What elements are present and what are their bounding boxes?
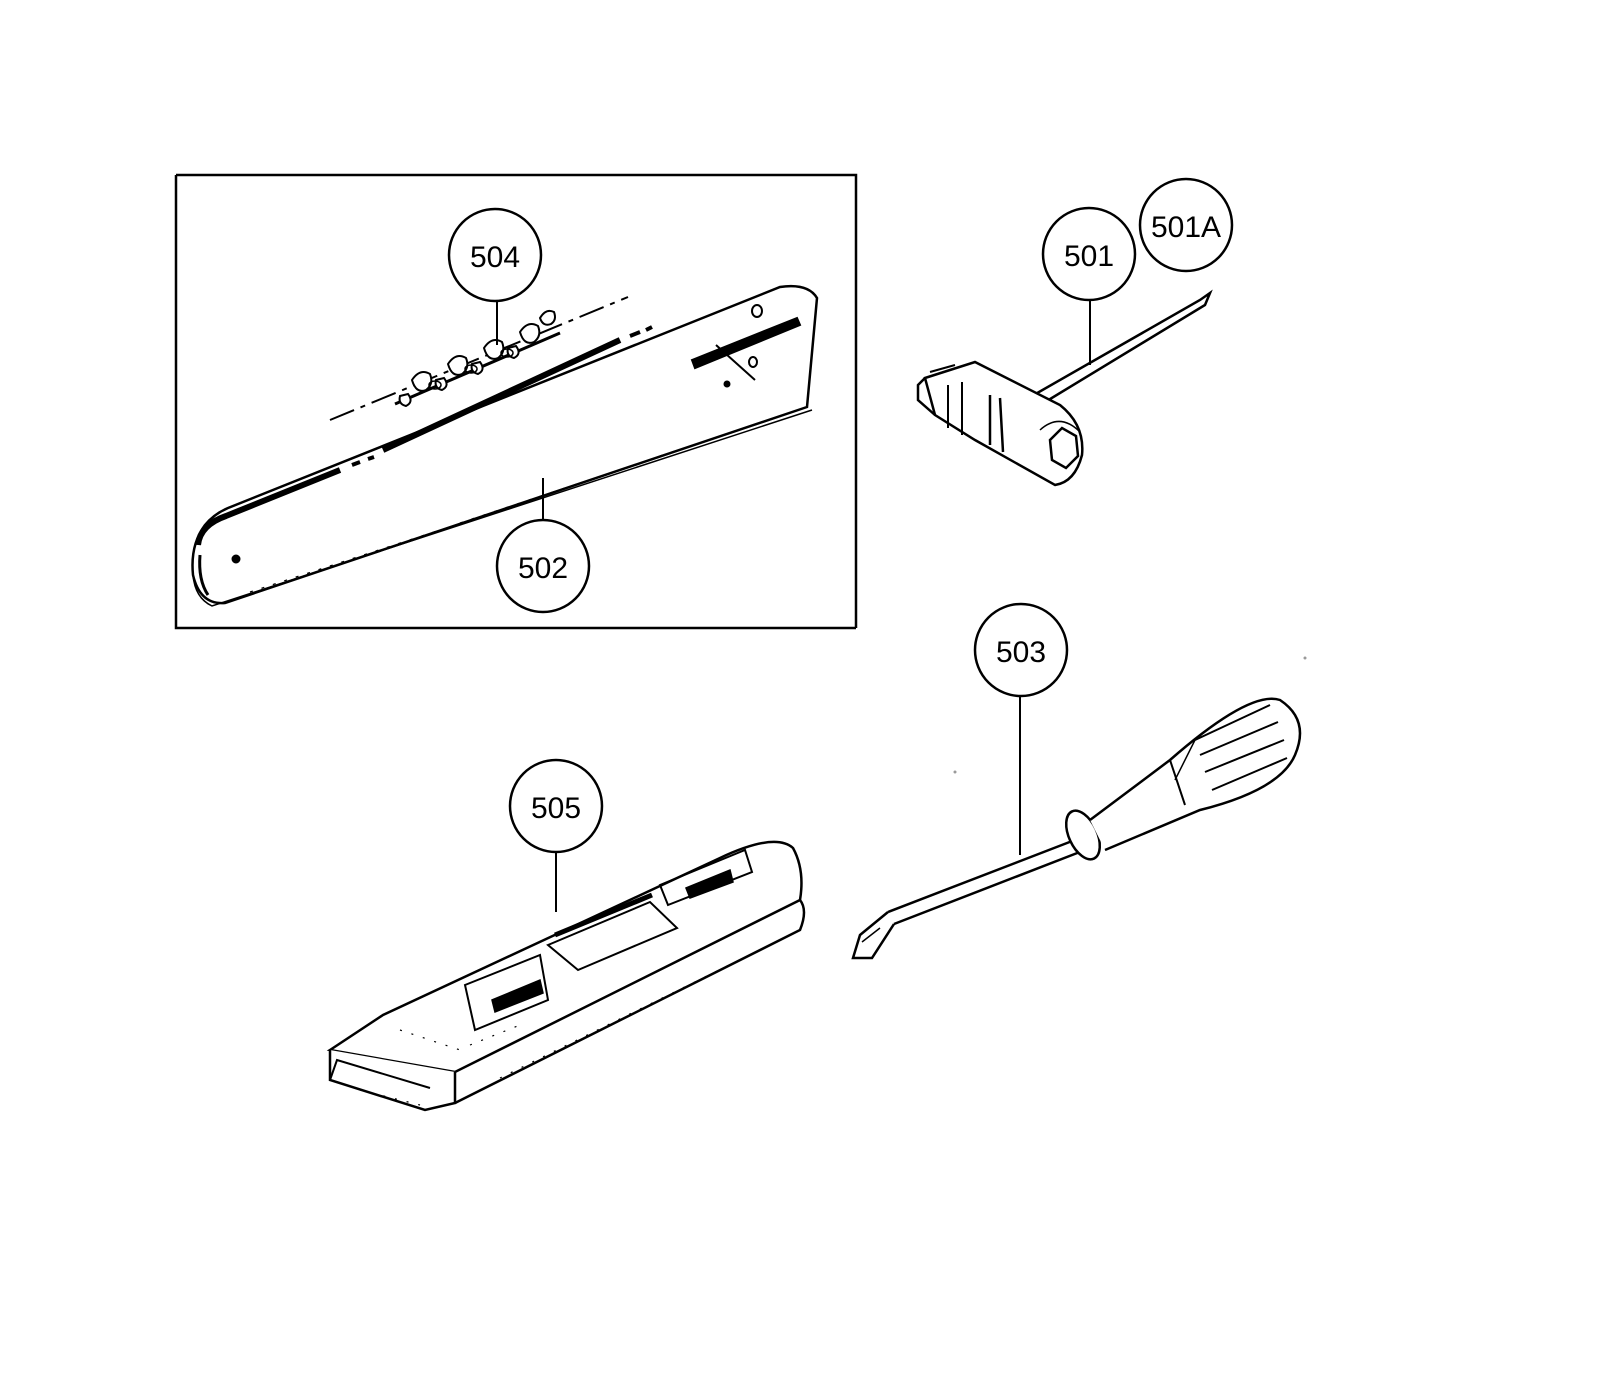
callout-leaders <box>496 298 1091 912</box>
callout-label-501a: 501A <box>1151 211 1221 244</box>
callout-503: 503 <box>973 602 1069 698</box>
callout-label-505: 505 <box>531 792 581 825</box>
inset-frame <box>174 173 858 630</box>
screwdriver <box>851 697 1302 960</box>
callout-502: 502 <box>495 518 591 614</box>
callout-label-501: 501 <box>1064 240 1114 273</box>
callout-label-503: 503 <box>996 636 1046 669</box>
callout-label-504: 504 <box>470 241 520 274</box>
guide-bar <box>191 284 819 607</box>
bar-cover <box>326 840 806 1112</box>
scan-specks <box>953 656 1307 774</box>
callout-label-502: 502 <box>518 552 568 585</box>
callout-504: 504 <box>447 207 543 303</box>
spark-plug-wrench <box>916 289 1213 487</box>
callout-501: 501 <box>1041 206 1137 302</box>
saw-chain <box>329 296 629 421</box>
callout-501a: 501A <box>1138 177 1234 273</box>
callout-505: 505 <box>508 758 604 854</box>
